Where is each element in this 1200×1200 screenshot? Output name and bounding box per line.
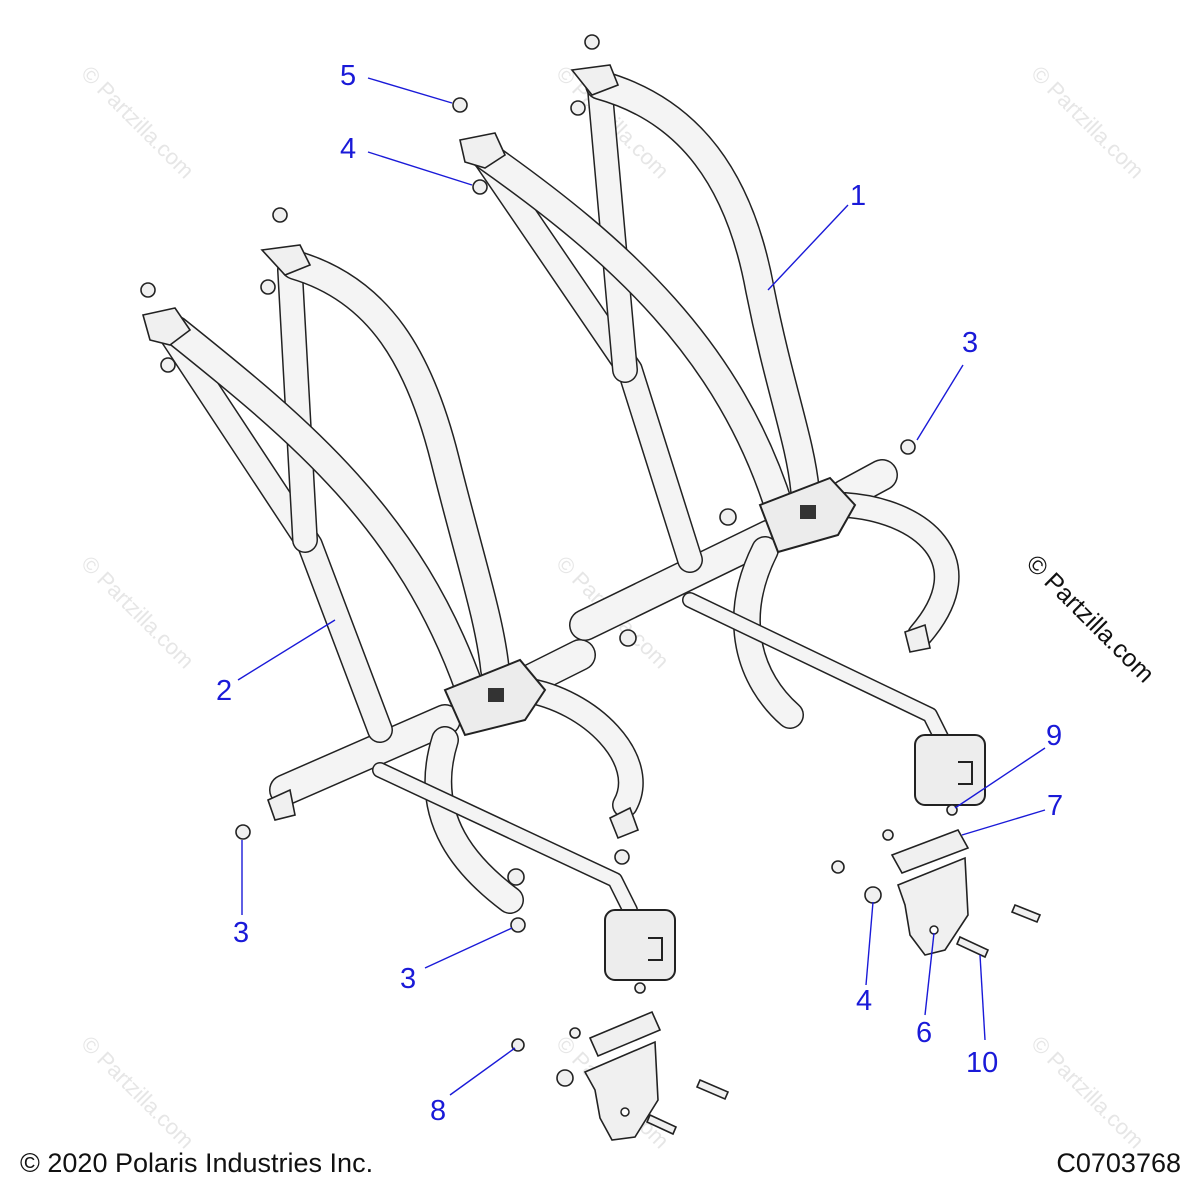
nut: [570, 100, 586, 116]
callout-2: 2: [216, 675, 232, 707]
callout-3-left: 3: [233, 917, 249, 949]
watermark-text: © Partzilla.com: [76, 1031, 199, 1154]
leader-line-3-mid: [424, 927, 513, 969]
right-upper-bracket: [890, 829, 970, 874]
nut: [569, 1027, 581, 1039]
leader-line-4-top: [367, 151, 473, 186]
left-retractor: [604, 909, 676, 981]
watermark-text: © Partzilla.com: [76, 551, 199, 674]
drawing-code: C0703768: [1056, 1148, 1181, 1178]
bolt: [272, 207, 288, 223]
nut: [831, 860, 845, 874]
left-side-anchor: [608, 806, 640, 840]
nut: [507, 868, 525, 886]
side-watermark: © Partzilla.com: [1021, 549, 1160, 688]
leader-line-7: [961, 809, 1046, 836]
leader-line-6: [924, 932, 935, 1016]
watermark-text: © Partzilla.com: [76, 61, 199, 184]
leader-line-3-right: [916, 364, 964, 441]
bolt: [452, 97, 468, 113]
leader-line-5: [367, 77, 453, 104]
callout-5: 5: [340, 60, 356, 92]
bolt: [695, 1078, 730, 1101]
callout-labels: 1 2 3 3 3 4 4 5 6 7 8 9 10: [216, 60, 1063, 1127]
callout-3-right: 3: [962, 327, 978, 359]
callout-10: 10: [966, 1047, 998, 1079]
right-seat-belt-harness: [459, 64, 986, 806]
nut: [882, 829, 894, 841]
bolt: [235, 824, 251, 840]
leader-line-10: [979, 954, 986, 1041]
callout-3-mid: 3: [400, 963, 416, 995]
nut: [260, 279, 276, 295]
right-mount-bracket: [896, 856, 969, 956]
watermark-text: © Partzilla.com: [1026, 1031, 1149, 1154]
nut: [160, 357, 176, 373]
callout-7: 7: [1047, 790, 1063, 822]
bolt: [900, 439, 916, 455]
left-upper-anchor-2: [260, 244, 312, 276]
nut: [619, 629, 637, 647]
left-upper-anchor-1: [142, 307, 192, 346]
left-mount-bracket: [583, 1040, 659, 1141]
leader-line-2: [237, 619, 336, 681]
callout-6: 6: [916, 1017, 932, 1049]
callout-8: 8: [430, 1095, 446, 1127]
right-upper-anchor-1: [459, 132, 507, 169]
screw: [946, 804, 958, 816]
callout-4-bottom: 4: [856, 985, 872, 1017]
bolt: [955, 935, 990, 959]
brackets: [583, 829, 970, 1141]
leader-lines: [237, 77, 1046, 1096]
right-upper-anchor-2: [570, 64, 620, 96]
left-upper-bracket: [588, 1010, 662, 1058]
bolt: [140, 282, 156, 298]
left-lap-anchor: [267, 788, 296, 821]
callout-1: 1: [850, 180, 866, 212]
left-buckle-button: [488, 688, 504, 702]
fasteners: [140, 34, 1042, 1136]
left-seat-belt-harness: [142, 244, 676, 981]
callout-4-top: 4: [340, 133, 356, 165]
bolt: [645, 1113, 678, 1136]
copyright-notice: © 2020 Polaris Industries Inc.: [20, 1148, 373, 1178]
nut: [719, 508, 737, 526]
bolt: [1010, 903, 1042, 924]
callout-9: 9: [1046, 720, 1062, 752]
screw: [634, 982, 646, 994]
leader-line-9: [954, 747, 1046, 809]
leader-line-8: [449, 1047, 516, 1096]
flange-nut: [556, 1069, 574, 1087]
right-side-anchor: [904, 623, 931, 653]
leader-line-1: [767, 204, 849, 291]
flange-nut: [864, 886, 882, 904]
bolt: [584, 34, 600, 50]
right-buckle-button: [800, 505, 816, 519]
bolt: [614, 849, 630, 865]
bolt: [510, 917, 526, 933]
watermark-text: © Partzilla.com: [1026, 61, 1149, 184]
leader-line-4-bottom: [865, 901, 874, 986]
nut: [472, 179, 488, 195]
